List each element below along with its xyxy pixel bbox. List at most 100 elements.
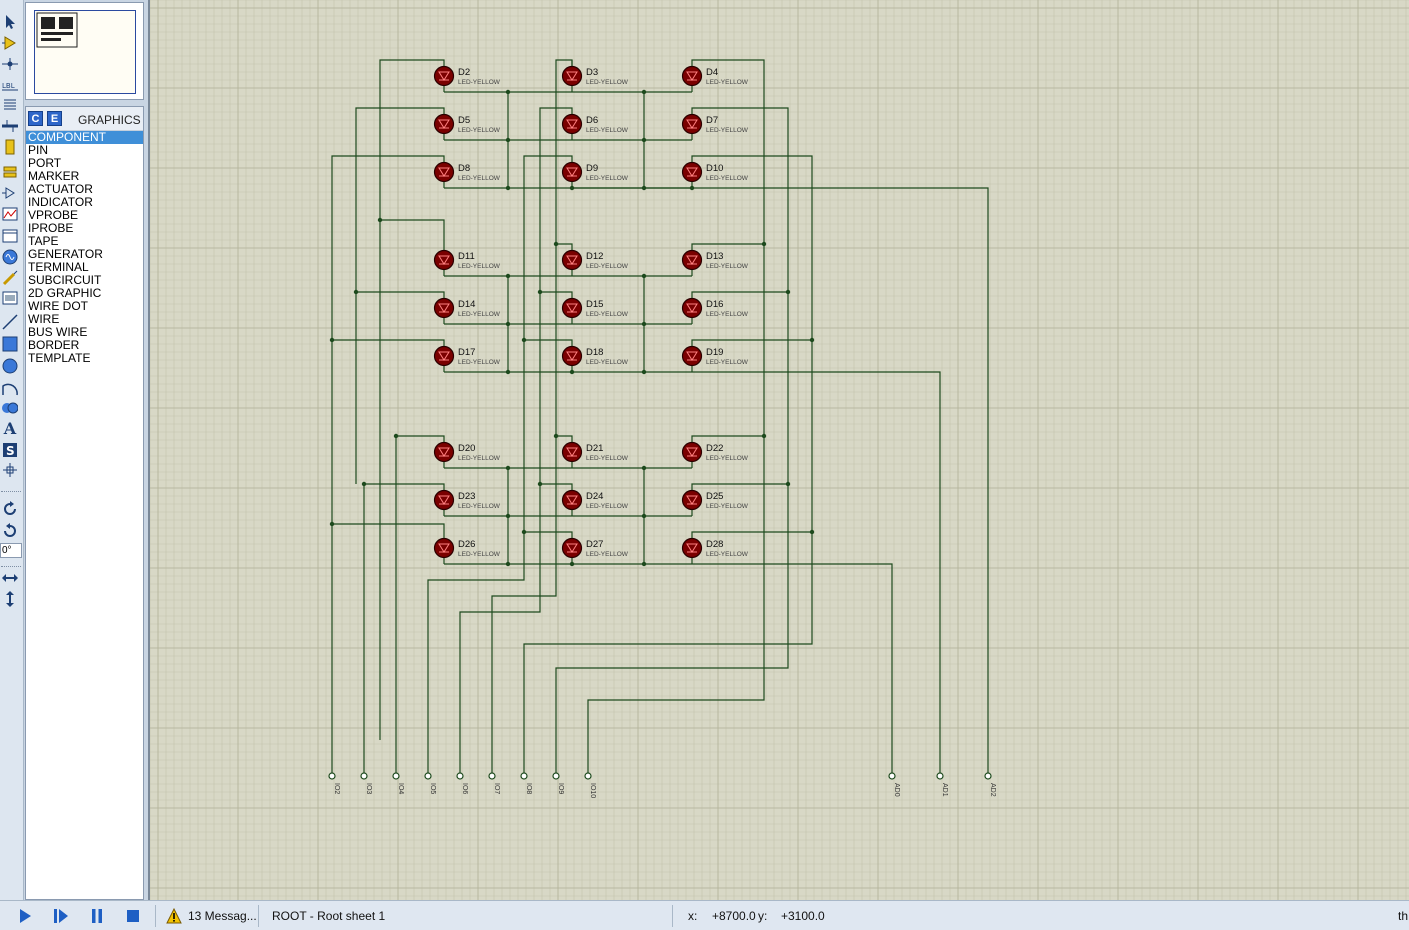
closed-path-icon[interactable] [2,400,18,416]
mode-item-2d-graphic[interactable]: 2D GRAPHIC [28,286,102,300]
rotation-angle-field[interactable]: 0° [0,543,22,558]
text-script-icon[interactable] [2,97,18,113]
mode-item-template[interactable]: TEMPLATE [28,351,91,365]
selection-arrow-icon[interactable] [2,14,18,30]
stop-icon[interactable] [125,908,141,924]
rotate-clockwise-icon[interactable] [2,501,18,517]
junction-dot-icon[interactable] [2,56,18,72]
marker-icon[interactable] [2,462,18,478]
step-icon[interactable] [53,908,69,924]
schematic-drawing[interactable]: D2LED-YELLOWD3LED-YELLOWD4LED-YELLOWD5LE… [150,0,1409,900]
subcircuit-icon[interactable] [2,139,18,155]
mode-item-wire[interactable]: WIRE [28,312,60,326]
terminal-io7[interactable]: IO7 [488,772,500,794]
led-ref-label: D5 [458,115,470,126]
mode-item-wire-dot[interactable]: WIRE DOT [28,299,88,313]
terminal-ad0[interactable]: AD0 [888,772,900,797]
terminal-io9[interactable]: IO9 [552,772,564,794]
x-coordinate-label: x: [688,909,698,923]
flip-vertical-icon[interactable] [2,591,18,607]
wire-label-icon[interactable]: LBL [2,77,18,93]
mode-item-actuator[interactable]: ACTUATOR [28,182,93,196]
component-icon[interactable] [2,35,18,51]
terminal-ad1[interactable]: AD1 [936,772,948,797]
terminal-io2[interactable]: IO2 [328,772,340,794]
play-icon[interactable] [17,908,33,924]
flip-horizontal-icon[interactable] [2,570,18,586]
mode-item-vprobe[interactable]: VPROBE [28,208,79,222]
arc-icon[interactable] [2,380,18,396]
mode-item-bus-wire[interactable]: BUS WIRE [28,325,88,339]
mode-item-port[interactable]: PORT [28,156,62,170]
terminal-io6[interactable]: IO6 [456,772,468,794]
terminal-io8[interactable]: IO8 [520,772,532,794]
warning-icon[interactable] [166,908,182,924]
terminal-ad2[interactable]: AD2 [984,772,996,797]
box-icon[interactable] [2,336,18,352]
mode-item-terminal[interactable]: TERMINAL [28,260,89,274]
mode-item-border[interactable]: BORDER [28,338,80,352]
mode-item-marker[interactable]: MARKER [28,169,80,183]
tape-recorder-icon[interactable] [2,228,18,244]
edit-button[interactable]: E [47,111,62,126]
voltage-probe-icon[interactable] [2,270,18,286]
mode-item-generator[interactable]: GENERATOR [28,247,103,261]
generator-icon[interactable] [2,249,18,265]
terminal-io5[interactable]: IO5 [424,772,436,794]
led-type-label: LED-YELLOW [586,127,629,134]
overview-viewport[interactable] [34,10,136,94]
bus-icon[interactable] [2,118,18,134]
terminal-io4[interactable]: IO4 [392,772,404,794]
symbol-icon[interactable]: S [2,442,18,458]
terminal-icon[interactable] [2,164,18,180]
terminal-io3[interactable]: IO3 [360,772,372,794]
component-mode-button[interactable]: C [28,111,43,126]
overview-window[interactable] [25,2,144,100]
mode-item-component[interactable]: COMPONENT [26,131,143,144]
pause-icon[interactable] [89,908,105,924]
mode-item-indicator[interactable]: INDICATOR [28,195,93,209]
graph-icon[interactable] [2,206,18,222]
device-pin-icon[interactable] [2,185,18,201]
rotate-anticlockwise-icon[interactable] [2,523,18,539]
messages-count[interactable]: 13 Messag... [188,909,257,923]
circle-icon[interactable] [2,358,18,374]
mode-item-iprobe[interactable]: IPROBE [28,221,74,235]
mode-item-pin[interactable]: PIN [28,143,49,157]
terminal-label: AD2 [989,783,996,797]
line-icon[interactable] [2,314,18,330]
terminal-io10[interactable]: IO10 [584,772,596,798]
text-icon[interactable]: A [3,418,17,438]
current-probe-icon[interactable] [2,290,18,306]
mode-item-subcircuit[interactable]: SUBCIRCUIT [28,273,102,287]
mode-item-tape[interactable]: TAPE [28,234,59,248]
